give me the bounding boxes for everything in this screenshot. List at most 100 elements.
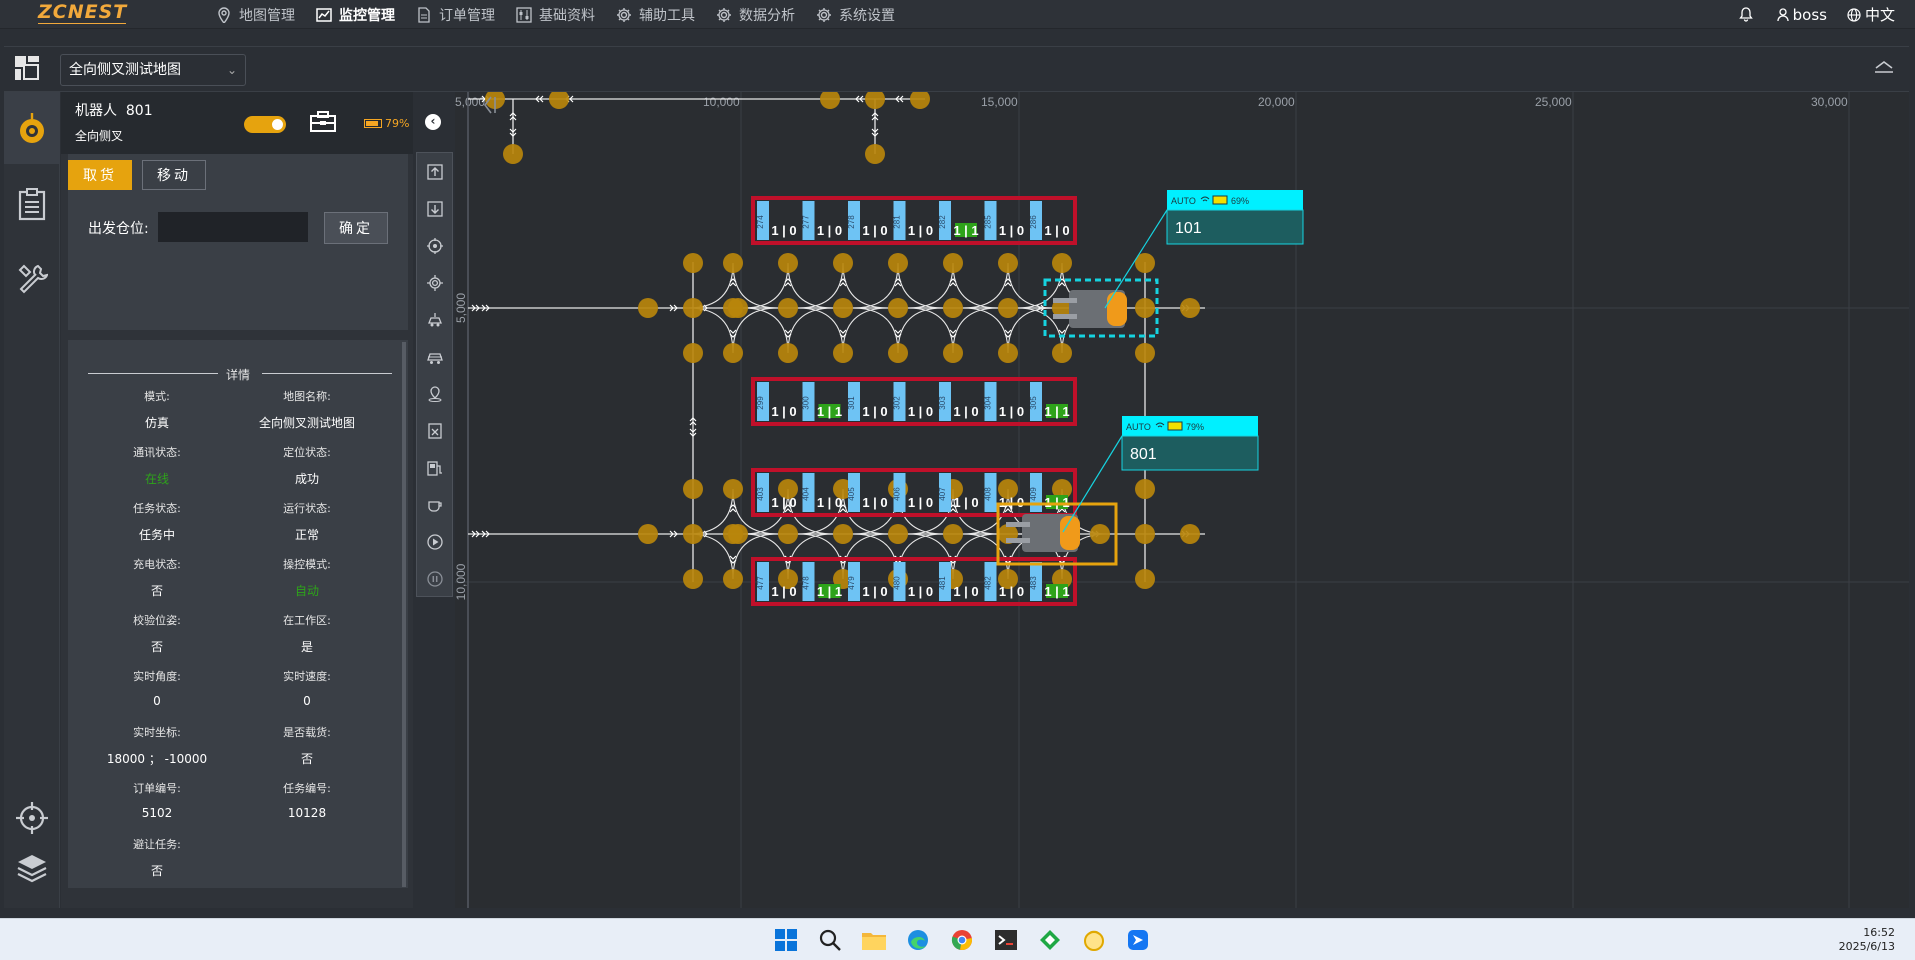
from-location-label: 出发仓位: <box>88 221 149 237</box>
path-node <box>998 569 1018 589</box>
slot-state: 1 | 1 <box>1044 404 1069 419</box>
nav-item-1[interactable]: 监控管理 <box>315 0 410 29</box>
tool-target-button[interactable] <box>417 227 452 264</box>
taskbar-app-green-button[interactable] <box>1028 924 1072 956</box>
detail-field-value: 否 <box>300 752 313 766</box>
path-node <box>503 144 523 164</box>
taskbar-chrome-button[interactable] <box>940 924 984 956</box>
windows-start-button[interactable] <box>764 924 808 956</box>
tool-cup-button[interactable] <box>417 486 452 523</box>
detail-field-key: 运行状态: <box>283 502 331 515</box>
detail-field-value: 成功 <box>294 472 319 486</box>
monitor-chart-icon <box>315 6 333 24</box>
nav-item-4[interactable]: 辅助工具 <box>615 0 710 29</box>
direction-arrow <box>471 530 480 538</box>
direction-arrow <box>839 329 847 338</box>
nav-item-3[interactable]: 基础资料 <box>515 0 610 29</box>
battery-icon <box>1212 195 1228 205</box>
tool-download-button[interactable] <box>417 190 452 227</box>
taskbar-search-button[interactable] <box>808 924 852 956</box>
diamond-app-icon <box>1040 930 1060 950</box>
robot-enable-toggle[interactable] <box>244 116 286 133</box>
rail-monitor-button[interactable] <box>4 92 60 164</box>
system-clock[interactable]: 16:52 2025/6/13 <box>1839 926 1895 954</box>
rack-slot <box>939 473 951 512</box>
tool-play-button[interactable] <box>417 523 452 560</box>
tool-agv-button[interactable] <box>417 301 452 338</box>
map-select[interactable]: 全向侧叉测试地图 ⌄ <box>60 54 246 86</box>
user-icon <box>1776 7 1789 21</box>
tool-upload-button[interactable] <box>417 153 452 190</box>
rack-slot-id: 480 <box>893 576 902 590</box>
rack-slot-id: 408 <box>984 487 993 501</box>
tool-agv-charge-button[interactable] <box>417 338 452 375</box>
rack-slot <box>848 382 860 421</box>
slot-state: 1 | 0 <box>771 584 796 599</box>
robot-name: 机器人 801 <box>75 103 153 119</box>
nav-item-5[interactable]: 数据分析 <box>715 0 810 29</box>
rack-slot <box>802 201 815 240</box>
rail-tools-button[interactable] <box>4 242 60 314</box>
rail-tasks-button[interactable] <box>4 168 60 240</box>
notification-button[interactable] <box>1738 7 1757 22</box>
map-toolbar: 全向侧叉测试地图 ⌄ <box>4 46 1909 92</box>
wifi-icon <box>1155 422 1165 428</box>
detail-field: 操控模式:自动 <box>232 556 382 599</box>
collapse-up-icon[interactable] <box>1873 59 1895 75</box>
delete-task-icon <box>427 422 442 439</box>
loaded-indicator <box>818 584 841 598</box>
detail-field-key: 校验位姿: <box>133 614 181 627</box>
detail-scrollbar[interactable] <box>402 342 406 887</box>
battery-icon <box>364 119 382 128</box>
main-nav: 地图管理 监控管理 订单管理 基础资料辅助工具数据分析系统设置 <box>215 0 915 29</box>
locate-icon <box>426 274 443 291</box>
slot-state: 1 | 0 <box>999 404 1024 419</box>
from-location-input[interactable] <box>158 212 308 242</box>
rack-slot <box>984 201 997 240</box>
user-menu[interactable]: boss <box>1776 6 1827 24</box>
tool-fuel-button[interactable] <box>417 449 452 486</box>
taskbar-edge-button[interactable] <box>896 924 940 956</box>
rack-slot <box>848 562 860 601</box>
agv-charge-icon <box>426 352 443 364</box>
bell-icon <box>1738 7 1753 22</box>
rail-layers-button[interactable] <box>4 832 60 904</box>
rack-border <box>751 468 1077 517</box>
nav-item-0[interactable]: 地图管理 <box>215 0 310 29</box>
tool-pause-button[interactable] <box>417 560 452 597</box>
language-switch[interactable]: 中文 <box>1847 4 1895 25</box>
direction-arrow <box>949 329 957 338</box>
tool-locate-button[interactable] <box>417 264 452 301</box>
nav-item-6[interactable]: 系统设置 <box>815 0 910 29</box>
close-panel-button[interactable]: ‹ <box>425 114 441 130</box>
battery-icon <box>1167 421 1183 431</box>
confirm-button[interactable]: 确定 <box>324 212 388 244</box>
nav-item-2[interactable]: 订单管理 <box>415 0 510 29</box>
play-icon <box>426 533 443 550</box>
taskbar-terminal-button[interactable] <box>984 924 1028 956</box>
detail-field: 地图名称:全向侧叉测试地图 <box>232 388 382 431</box>
direction-arrow <box>729 555 737 564</box>
slot-state: 1 | 0 <box>862 584 887 599</box>
rack-slot <box>893 201 906 240</box>
rail-locate-button[interactable] <box>4 782 60 854</box>
nav-item-label: 地图管理 <box>239 7 295 24</box>
tool-delete-task-button[interactable] <box>417 412 452 449</box>
y-tick-label: 5,000 <box>455 293 468 323</box>
map-select-value: 全向侧叉测试地图 <box>69 62 181 78</box>
path-node <box>943 524 963 544</box>
move-button[interactable]: 移动 <box>142 160 206 190</box>
taskbar-app-yellow-button[interactable] <box>1072 924 1116 956</box>
tool-location-button[interactable] <box>417 375 452 412</box>
rack-slot-id: 404 <box>802 487 811 501</box>
x-tick-label: 30,000 <box>1811 95 1848 109</box>
robot-header: 机器人 801 全向侧叉 79% ‹ <box>61 92 441 154</box>
taskbar-explorer-button[interactable] <box>852 924 896 956</box>
taskbar-app-blue-button[interactable] <box>1116 924 1160 956</box>
divider <box>262 373 392 374</box>
nav-item-label: 订单管理 <box>439 7 495 24</box>
pallet-icon[interactable] <box>309 111 337 133</box>
pick-button[interactable]: 取货 <box>68 160 132 190</box>
slot-state: 1 | 0 <box>862 404 887 419</box>
